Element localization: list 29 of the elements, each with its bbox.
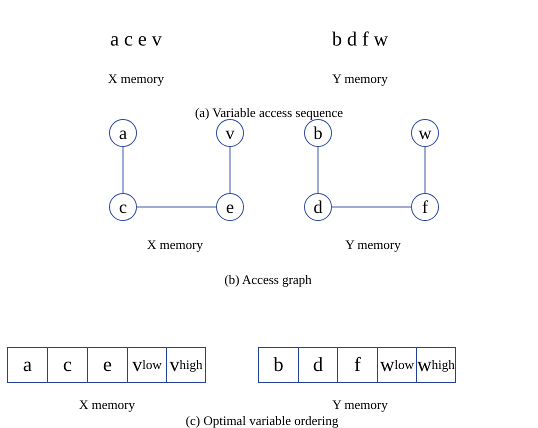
memory-cell: a — [7, 347, 48, 383]
graph-node-circle: f — [411, 193, 439, 221]
panel-caption: (a) Variable access sequence — [194, 105, 344, 121]
graph-node-circle: w — [411, 119, 439, 147]
graph-node-circle: d — [304, 193, 332, 221]
graph-node-circle: b — [304, 119, 332, 147]
edge-line — [332, 206, 412, 208]
edge-line — [424, 146, 426, 194]
memory-cell: d — [298, 347, 338, 383]
memory-cell: e — [87, 347, 128, 383]
access-sequence: b d f w — [332, 28, 388, 52]
memory-label: X memory — [108, 71, 164, 87]
memory-cell: f — [337, 347, 378, 383]
panel-caption: (b) Access graph — [224, 272, 312, 288]
memory-label: Y memory — [332, 71, 388, 87]
panel-caption: (c) Optimal variable ordering — [186, 413, 338, 428]
memory-label: X memory — [79, 397, 135, 413]
graph-node-circle: e — [216, 193, 244, 221]
edge-line — [136, 206, 216, 208]
access-sequence: a c e v — [110, 28, 162, 52]
memory-cell: b — [258, 347, 299, 383]
graph-node-circle: v — [216, 119, 244, 147]
memory-label: Y memory — [345, 237, 401, 253]
memory-label: X memory — [147, 237, 203, 253]
graph-node-circle: c — [109, 193, 137, 221]
memory-label: Y memory — [332, 397, 388, 413]
memory-cell: c — [47, 347, 88, 383]
graph-node-circle: a — [109, 119, 137, 147]
edge-line — [122, 146, 124, 194]
